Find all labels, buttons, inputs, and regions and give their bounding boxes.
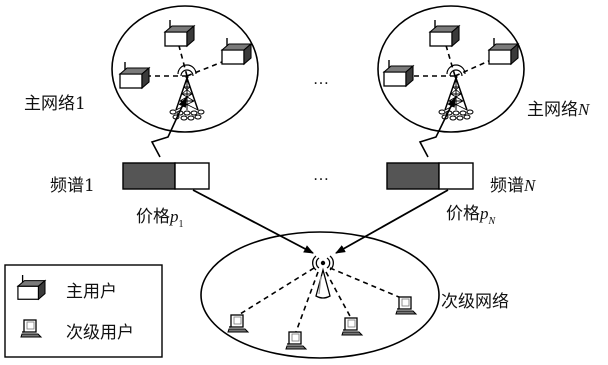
secondary-network-label: 次级网络 xyxy=(441,292,509,312)
secondary-user-icon xyxy=(285,331,307,350)
secondary-base-station-icon xyxy=(312,255,334,299)
primary-user-icon xyxy=(164,19,195,47)
spectrum-n-arrow xyxy=(335,189,449,254)
price-n-label: 价格pN xyxy=(446,204,497,227)
spectrum-n-block xyxy=(386,162,474,190)
legend-secondary-user-label: 次级用户 xyxy=(66,323,134,343)
primary-network-1 xyxy=(111,5,259,133)
secondary-user-icon xyxy=(395,296,417,315)
primary-network-n-boundary xyxy=(377,5,525,133)
spectrum-1-label: 频谱1 xyxy=(50,176,95,196)
legend: 主用户 次级用户 xyxy=(4,264,163,358)
primary-network-1-links xyxy=(145,41,233,77)
primary-network-n xyxy=(377,5,525,133)
legend-frame xyxy=(4,264,163,358)
bsn-spectrum-link xyxy=(418,97,456,158)
primary-user-icon xyxy=(429,19,460,47)
primary-user-icon xyxy=(383,59,414,87)
ellipsis-top: … xyxy=(313,71,331,88)
ellipsis-middle: … xyxy=(313,167,331,184)
primary-network-n-links xyxy=(410,41,501,77)
primary-network-1-boundary xyxy=(111,5,259,133)
legend-primary-user-label: 主用户 xyxy=(66,282,117,302)
secondary-network-links xyxy=(239,267,407,333)
primary-network-n-label: 主网络N xyxy=(527,100,591,120)
secondary-network-boundary xyxy=(200,231,440,359)
bs1-spectrum-link xyxy=(150,97,187,158)
spectrum-n-label: 频谱N xyxy=(490,176,537,196)
price-1-label: 价格p1 xyxy=(136,207,184,230)
secondary-user-icon xyxy=(341,317,363,336)
secondary-network xyxy=(200,231,440,359)
primary-base-station-icon xyxy=(438,64,474,121)
primary-user-icon xyxy=(488,37,519,65)
primary-network-1-label: 主网络1 xyxy=(24,94,86,114)
secondary-user-icon xyxy=(227,314,249,333)
spectrum-1-block xyxy=(122,162,210,190)
primary-user-icon xyxy=(221,37,252,65)
primary-user-icon xyxy=(119,61,150,89)
spectrum-1-arrow xyxy=(192,189,314,254)
